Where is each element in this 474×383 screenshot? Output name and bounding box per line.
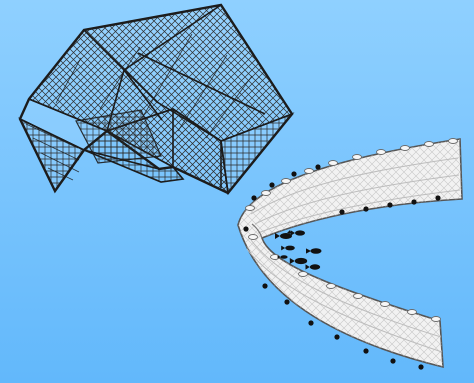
sinker [284, 299, 289, 304]
float [408, 310, 417, 315]
float [262, 191, 271, 196]
sinker [339, 209, 344, 214]
float [432, 317, 441, 322]
sinker [390, 358, 395, 363]
sinker [418, 364, 423, 369]
float [401, 146, 410, 151]
float [305, 169, 314, 174]
float [249, 235, 258, 240]
sinker [387, 202, 392, 207]
sinker [291, 171, 296, 176]
float [377, 150, 386, 155]
sinker [334, 334, 339, 339]
float [299, 272, 308, 277]
sinker [363, 348, 368, 353]
sinker [243, 226, 248, 231]
float [329, 161, 338, 166]
float [354, 294, 363, 299]
sinker [262, 283, 267, 288]
float [449, 139, 458, 144]
float [353, 155, 362, 160]
sinker [411, 199, 416, 204]
sinker [269, 182, 274, 187]
sinker [251, 195, 256, 200]
float [381, 302, 390, 307]
float [246, 206, 255, 211]
float [327, 284, 336, 289]
sinker [308, 320, 313, 325]
float [425, 142, 434, 147]
sinker [363, 206, 368, 211]
float [282, 179, 291, 184]
sinker [315, 164, 320, 169]
sinker [435, 195, 440, 200]
